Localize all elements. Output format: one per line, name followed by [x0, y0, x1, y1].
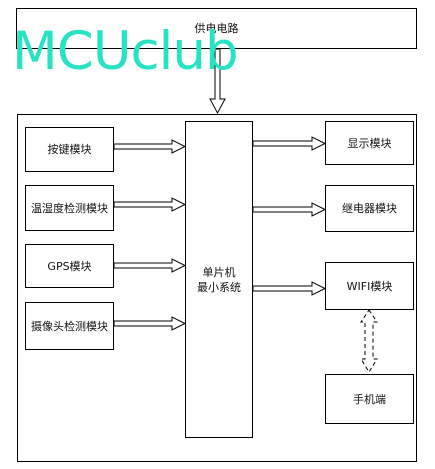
relay-module-box: 继电器模块 — [325, 185, 414, 232]
wifi-module-label: WIFI模块 — [346, 279, 393, 293]
phone-box: 手机端 — [325, 374, 414, 424]
mcu-label-line1: 单片机 — [202, 265, 236, 279]
output-arrows — [252, 136, 327, 296]
display-module-box: 显示模块 — [325, 121, 414, 165]
gps-to-mcu-arrow — [113, 258, 187, 273]
temp-humidity-module-label: 温湿度检测模块 — [31, 201, 108, 215]
key-to-mcu-arrow — [113, 139, 187, 154]
power-to-frame-arrow — [209, 48, 226, 115]
mcu-to-relay-arrow — [252, 202, 327, 217]
camera-module-label: 摄像头检测模块 — [31, 319, 108, 333]
mcu-to-display-arrow — [252, 136, 327, 151]
power-supply-box: 供电电路 — [16, 8, 417, 49]
mcuclub-watermark: MCUclub — [12, 21, 239, 82]
camera-to-mcu-arrow — [113, 316, 187, 331]
key-module-label: 按键模块 — [47, 143, 92, 156]
power-supply-label: 供电电路 — [194, 22, 239, 35]
temp-humidity-module-box: 温湿度检测模块 — [25, 185, 114, 231]
key-module-box: 按键模块 — [25, 127, 114, 172]
mcu-box: 单片机 最小系统 — [185, 121, 253, 438]
gps-module-label: GPS模块 — [47, 259, 92, 273]
mcu-to-wifi-arrow — [252, 281, 327, 296]
system-frame — [17, 114, 417, 462]
display-module-label: 显示模块 — [347, 136, 392, 150]
input-arrows — [113, 139, 187, 331]
wifi-module-box: WIFI模块 — [325, 262, 414, 310]
phone-label: 手机端 — [353, 392, 386, 406]
temp-to-mcu-arrow — [113, 197, 187, 212]
relay-module-label: 继电器模块 — [342, 202, 397, 215]
wifi-phone-link-arrow — [360, 309, 378, 373]
mcu-label-line2: 最小系统 — [197, 280, 241, 294]
